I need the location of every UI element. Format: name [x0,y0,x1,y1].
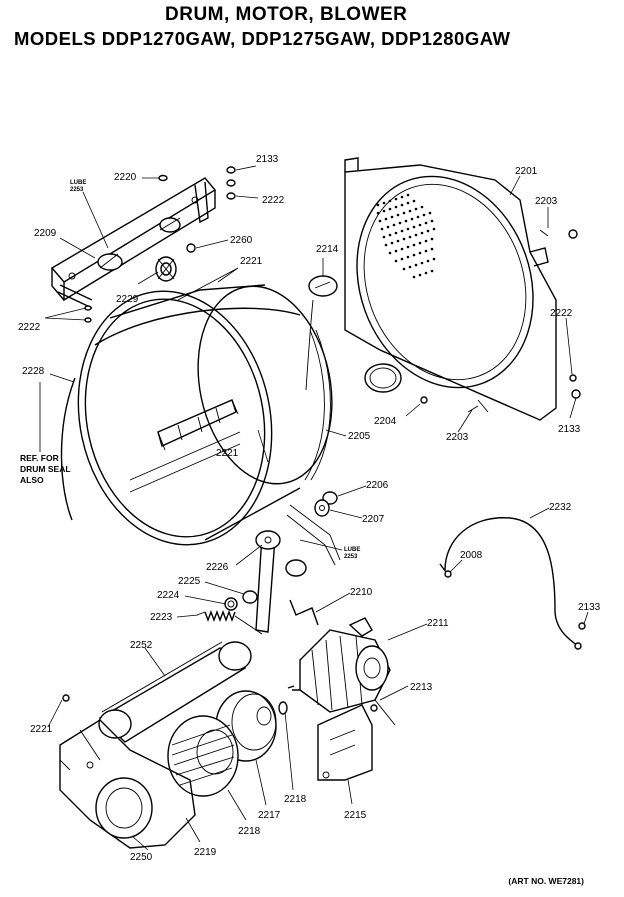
blower-housing-2250 [59,694,196,849]
callout-2219: 2219 [194,847,217,858]
drum-seal-2228 [60,377,76,521]
callout-labels: 2220 2133 2222 2209 2260 2229 2221 2222 … [18,154,601,863]
callout-2008: 2008 [460,550,483,561]
bulkhead-hardware [420,229,581,413]
callout-2215: 2215 [344,810,367,821]
callout-2205: 2205 [348,431,371,442]
callout-2217: 2217 [258,810,281,821]
callout-2226: 2226 [206,562,229,573]
callout-2228: 2228 [22,366,45,377]
screws-top-left [84,166,236,323]
drum-seal-reference-note: REF. FOR DRUM SEAL ALSO [20,382,71,485]
callout-2201: 2201 [515,166,538,177]
idler-arm-2226 [255,504,341,633]
callout-2218: 2218 [238,826,261,837]
idler-spring-2223 [196,610,263,635]
callout-2221: 2221 [216,448,239,459]
callout-2225: 2225 [178,576,201,587]
ref-note-line2: DRUM SEAL [20,464,71,474]
callout-2211: 2211 [427,618,449,629]
washer-2218 [278,701,288,715]
callout-2222: 2222 [18,322,41,333]
lube-code-belt: 2253 [344,554,358,560]
lube-notes: LUBE 2253 LUBE 2253 [70,180,360,560]
callout-2252: 2252 [130,640,153,651]
callout-2229: 2229 [116,294,139,305]
art-number: (ART NO. WE7281) [508,876,584,886]
callout-2250: 2250 [130,852,153,863]
callout-2213: 2213 [410,682,433,693]
lube-word-belt: LUBE [344,547,360,553]
drum-2221 [77,284,333,546]
spacers-2224-2225 [224,590,258,611]
sensor-wire-2232 [439,517,586,650]
leader-lines [44,165,589,851]
callout-2221: 2221 [30,724,53,735]
ref-note-line1: REF. FOR [20,453,59,463]
callout-2206: 2206 [366,480,389,491]
motor-bracket-2210 [289,599,319,626]
lube-word-top: LUBE [70,180,86,186]
callout-2133: 2133 [256,154,279,165]
idler-pulley-2229 [155,256,177,282]
blower-duct-2252 [98,641,252,743]
models-subtitle: MODELS DDP1270GAW, DDP1275GAW, DDP1280GA… [14,28,511,49]
callout-2214: 2214 [316,244,339,255]
callout-2203: 2203 [446,432,469,443]
drum-roller-2206-2207 [314,491,338,517]
callout-2204: 2204 [374,416,397,427]
seal-2214 [305,275,338,391]
blower-wheel-2216 [167,715,239,797]
callout-2210: 2210 [350,587,373,598]
callout-2232: 2232 [549,502,572,513]
callout-2203: 2203 [535,196,558,207]
callout-2133: 2133 [558,424,581,435]
callout-2224: 2224 [157,590,180,601]
ref-note-line3: ALSO [20,475,44,485]
motor-2211 [287,617,396,726]
front-bracket-2209 [50,177,217,309]
bulkhead-vent-holes [376,193,436,279]
callout-2221: 2221 [240,256,263,267]
callout-2222: 2222 [262,195,285,206]
diagram-title: DRUM, MOTOR, BLOWER [165,4,408,25]
lube-code-top: 2253 [70,187,84,193]
callout-2209: 2209 [34,228,57,239]
rear-bulkhead-2201 [344,157,557,421]
callout-2218: 2218 [284,794,307,805]
motor-mount-2215 [317,704,378,781]
callout-2222: 2222 [550,308,573,319]
callout-2133: 2133 [578,602,601,613]
callout-2220: 2220 [114,172,137,183]
callout-2223: 2223 [150,612,173,623]
callout-2207: 2207 [362,514,385,525]
callout-2260: 2260 [230,235,253,246]
